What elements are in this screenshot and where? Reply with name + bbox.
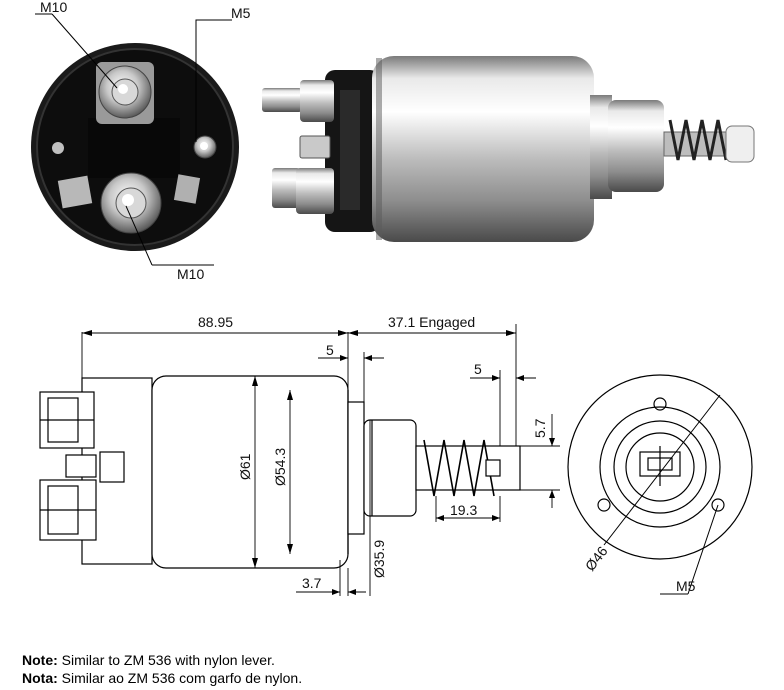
dimension-arrows	[82, 330, 555, 595]
note-portuguese-text: Similar ao ZM 536 com garfo de nylon.	[57, 670, 303, 686]
dim-body-diameter: Ø61	[237, 453, 253, 480]
side-view-drawing	[39, 375, 521, 569]
dim-nose-diameter: Ø35.9	[371, 540, 387, 578]
dimension-lines	[81, 324, 560, 596]
dim-flange-thickness: 3.7	[302, 575, 322, 591]
dim-flange-gap: 5	[326, 342, 334, 358]
dim-mount-thread: M5	[676, 578, 696, 594]
note-portuguese: Nota: Similar ao ZM 536 com garfo de nyl…	[22, 669, 302, 687]
m5-terminal	[193, 135, 217, 159]
dim-plunger-height: 5.7	[532, 418, 548, 438]
end-view-drawing	[567, 374, 753, 595]
dim-inner-diameter: Ø54.3	[272, 448, 288, 486]
m10-bottom-stud	[57, 172, 201, 234]
note-english-label: Note:	[22, 652, 58, 668]
label-m5: M5	[231, 5, 251, 21]
note-portuguese-label: Nota:	[22, 670, 58, 686]
dim-spring-length: 19.3	[450, 502, 477, 518]
side-view-photo	[262, 56, 755, 242]
dim-stroke-gap: 5	[474, 361, 482, 377]
m10-top-stud	[96, 62, 154, 124]
dim-overall-length: 88.95	[198, 314, 233, 330]
dim-engaged: 37.1 Engaged	[388, 314, 475, 330]
end-view-photo: M10 M5 M10	[31, 0, 251, 282]
note-english: Note: Similar to ZM 536 with nylon lever…	[22, 651, 275, 669]
label-m10-bottom: M10	[177, 266, 204, 282]
note-english-text: Similar to ZM 536 with nylon lever.	[57, 652, 275, 668]
label-m10-top: M10	[40, 0, 67, 15]
dim-bolt-circle: Ø46	[582, 543, 611, 574]
